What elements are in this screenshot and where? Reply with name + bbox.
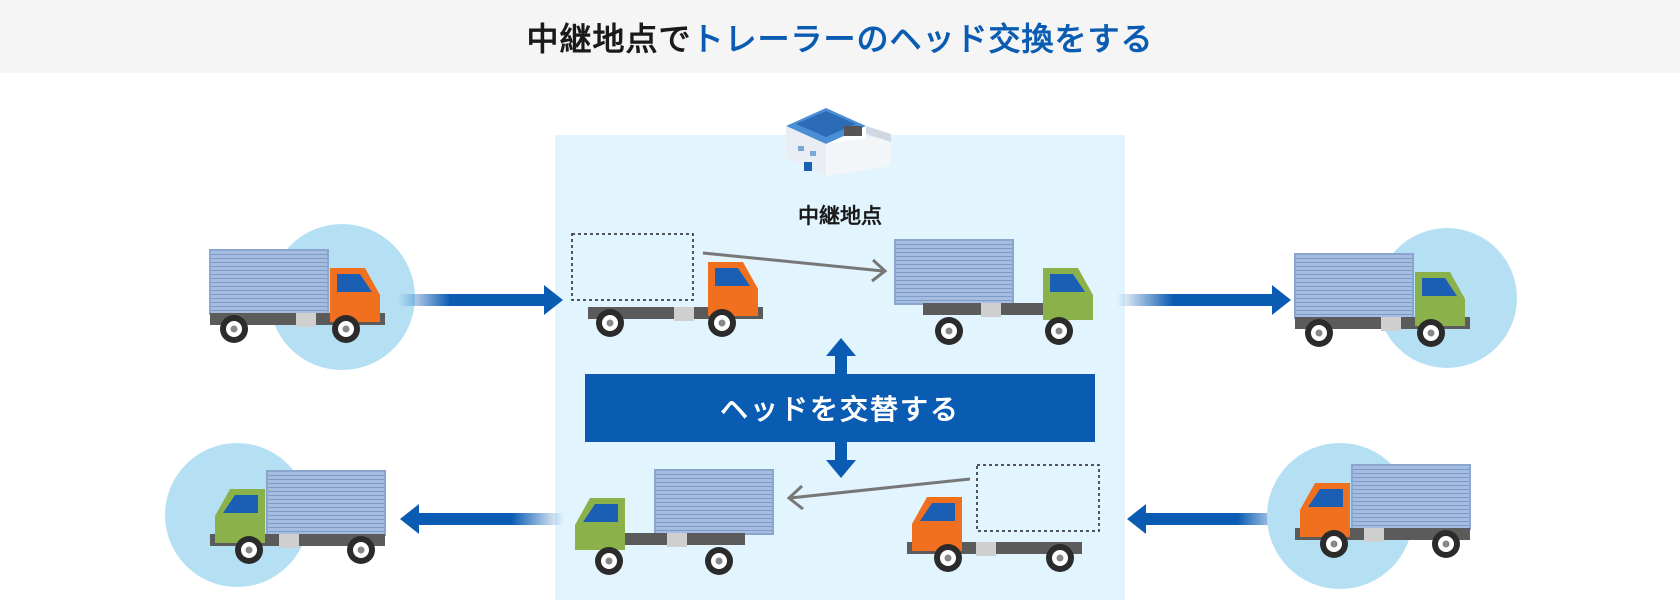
arrow-icon-exchange bbox=[826, 338, 856, 478]
truck-icon-hub-green-top bbox=[894, 239, 1093, 345]
truck-icon-right-bottom bbox=[1267, 443, 1471, 589]
building-icon bbox=[786, 108, 891, 176]
empty-trailer-slot-top bbox=[571, 233, 694, 301]
truck-icon-left-top bbox=[209, 224, 415, 370]
page-title: 中継地点でトレーラーのヘッド交換をする bbox=[526, 14, 1153, 60]
truck-icon-hub-green-bottom bbox=[575, 469, 774, 575]
head-swap-band: ヘッドを交替する bbox=[585, 374, 1095, 442]
truck-icon-hub-orange-bottom bbox=[907, 497, 1082, 572]
truck-icon-left-bottom bbox=[165, 443, 386, 587]
title-part2: トレーラーのヘッド交換をする bbox=[691, 19, 1154, 58]
arrow-icon-out-top bbox=[1117, 285, 1291, 315]
truck-icon-right-top bbox=[1294, 228, 1517, 368]
arrow-icon-in-bottom bbox=[1127, 504, 1290, 534]
title-part1: 中継地点で bbox=[526, 19, 692, 58]
title-bar: 中継地点でトレーラーのヘッド交換をする bbox=[0, 0, 1680, 73]
arrow-icon-in-top bbox=[398, 285, 563, 315]
truck-icon-hub-orange-top bbox=[588, 262, 763, 337]
empty-trailer-slot-bottom bbox=[976, 464, 1100, 532]
arrow-icon-out-bottom bbox=[400, 504, 564, 534]
relay-point-label: 中継地点 bbox=[798, 204, 882, 228]
arrow-icon-transfer-top bbox=[702, 251, 888, 283]
head-swap-label: ヘッドを交替する bbox=[719, 393, 960, 426]
arrow-icon-transfer-bottom bbox=[786, 477, 971, 511]
